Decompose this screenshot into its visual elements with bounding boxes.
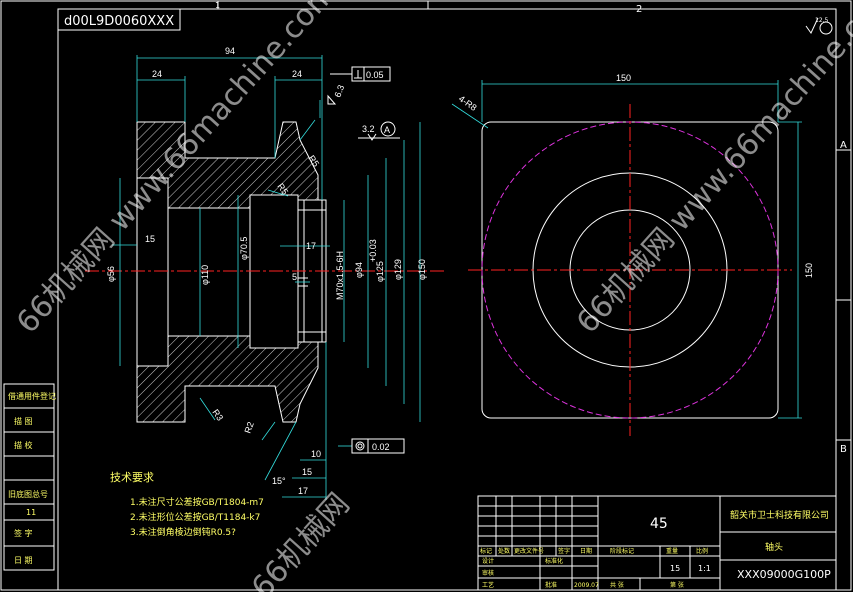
side-row-2: 描 图 — [14, 416, 33, 426]
side-row-4: 旧底图总号 — [8, 489, 48, 499]
concentricity-value: 0.02 — [372, 442, 390, 452]
side-row-5: 11 — [26, 508, 36, 517]
header-mark: 标记 — [480, 547, 492, 555]
sheet-total: 共 张 — [610, 581, 624, 589]
dim-phi56: φ56 — [106, 266, 116, 282]
header-approve: 批准 — [545, 581, 557, 589]
note-1: 1.未注尺寸公差按GB/T1804-m7 — [130, 496, 264, 508]
header-sign: 签字 — [558, 547, 570, 555]
header-standard: 标准化 — [545, 557, 563, 565]
header-date: 日期 — [580, 547, 592, 555]
dim-r2: R2 — [242, 420, 255, 434]
drawing-number: XXX09000G100P — [737, 568, 831, 581]
dim-phi125-tol: +0.03 — [368, 239, 378, 262]
note-2: 2.未注形位公差按GB/T1184-k7 — [130, 511, 260, 523]
header-count: 处数 — [498, 547, 510, 555]
code-box — [57, 8, 181, 31]
dim-thread: M70x1.5-6H — [335, 251, 345, 300]
side-row-1: 借通用件登记 — [8, 391, 56, 401]
roughness-rest-value: 12.5 — [815, 17, 829, 24]
dim-17: 17 — [306, 241, 316, 251]
weight-value: 15 — [670, 564, 680, 573]
header-design: 设计 — [482, 557, 494, 565]
header-change: 更改文件号 — [514, 547, 544, 555]
dim-24-left: 24 — [152, 69, 162, 79]
dim-15b: 15 — [302, 467, 312, 477]
zone-top-2: 2 — [636, 4, 642, 15]
hatch-lower — [136, 335, 319, 423]
header-scale: 比例 — [696, 547, 708, 555]
dim-150-side: 150 — [804, 263, 814, 278]
dim-150-top: 150 — [616, 73, 631, 83]
side-row-3: 描 校 — [14, 440, 33, 450]
roughness-rest-icon — [805, 17, 833, 35]
dim-angle-15: 15° — [272, 476, 286, 486]
drawing-code-mirrored: d00L9D0060XXX — [64, 14, 174, 29]
dim-24-right: 24 — [292, 69, 302, 79]
dim-phi129: φ129 — [393, 259, 403, 280]
roughness-6-3: 6.3 — [332, 84, 346, 99]
zone-right-b: B — [840, 444, 847, 455]
header-check: 审核 — [482, 569, 494, 577]
dim-10: 10 — [311, 449, 321, 459]
notes-title: 技术要求 — [110, 471, 154, 484]
header-process: 工艺 — [482, 581, 494, 589]
date-value: 2009.07 — [574, 582, 599, 589]
dim-phi125: φ125 — [375, 261, 385, 282]
dim-phi94: φ94 — [354, 262, 364, 278]
header-weight: 重量 — [666, 547, 678, 555]
note-3: 3.未注倒角棱边倒钝R0.5? — [130, 526, 236, 538]
roughness-3-2: 3.2 — [362, 124, 375, 134]
side-row-7: 日 期 — [14, 556, 33, 565]
dim-5: 5 — [292, 272, 297, 282]
dim-94: 94 — [225, 46, 235, 56]
scale-value: 1:1 — [698, 564, 711, 573]
watermark-right: 66机械网 www.66machine.com — [570, 0, 853, 340]
left-side-table — [3, 383, 55, 571]
part-name: 轴头 — [765, 541, 783, 553]
dim-17b: 17 — [298, 486, 308, 496]
tolerance-value: 0.05 — [366, 70, 384, 80]
dim-15: 15 — [145, 234, 155, 244]
dim-phi110: φ110 — [200, 265, 210, 285]
datum-a: A — [384, 125, 390, 135]
side-row-6: 签 字 — [14, 528, 33, 538]
material-45: 45 — [650, 516, 668, 532]
sheet-number: 第 张 — [670, 581, 684, 589]
zone-top-1: 1 — [215, 1, 220, 10]
section-view: 0.05 A 3.2 6.3 0.02 94 24 24 15 φ56 φ110… — [85, 46, 445, 500]
header-stage: 阶段标记 — [610, 547, 634, 555]
zone-right-a: A — [840, 140, 847, 151]
dim-r3: R3 — [210, 407, 225, 422]
title-block — [477, 495, 837, 591]
dim-phi150: φ150 — [417, 259, 427, 280]
company-name: 韶关市卫士科技有限公司 — [730, 509, 829, 521]
dim-chamfer: 4-R8 — [457, 93, 479, 112]
dim-phi70-5: φ70.5 — [239, 237, 249, 260]
